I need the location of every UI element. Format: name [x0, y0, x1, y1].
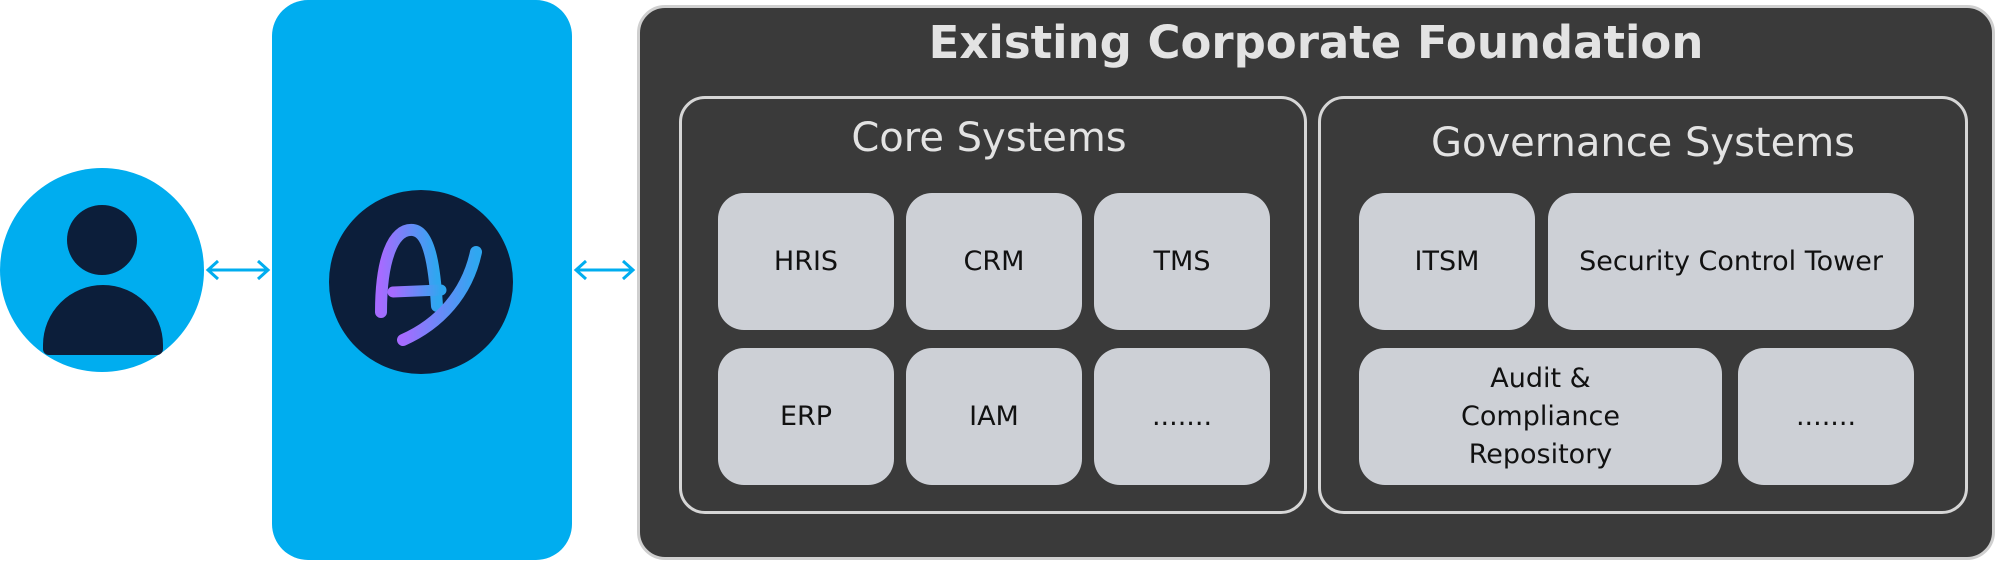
- governance-systems-group: [1318, 96, 1968, 514]
- system-box-hris: HRIS: [718, 193, 894, 330]
- system-box-audit-compliance: Audit & Compliance Repository: [1359, 348, 1722, 485]
- system-box-tms: TMS: [1094, 193, 1270, 330]
- governance-systems-title: Governance Systems: [1430, 120, 1856, 166]
- system-box-more: .......: [1738, 348, 1914, 485]
- user-icon-head: [67, 205, 137, 275]
- bidirectional-arrow-icon: [205, 259, 271, 281]
- system-box-security-control-tower: Security Control Tower: [1548, 193, 1914, 330]
- bidirectional-arrow-icon: [573, 259, 636, 281]
- foundation-title: Existing Corporate Foundation: [928, 16, 1704, 69]
- agent-logo-icon: [329, 190, 513, 374]
- system-box-more: .......: [1094, 348, 1270, 485]
- core-systems-title: Core Systems: [851, 115, 1127, 161]
- core-systems-group: [679, 96, 1307, 514]
- system-box-crm: CRM: [906, 193, 1082, 330]
- system-box-itsm: ITSM: [1359, 193, 1535, 330]
- system-box-iam: IAM: [906, 348, 1082, 485]
- system-box-erp: ERP: [718, 348, 894, 485]
